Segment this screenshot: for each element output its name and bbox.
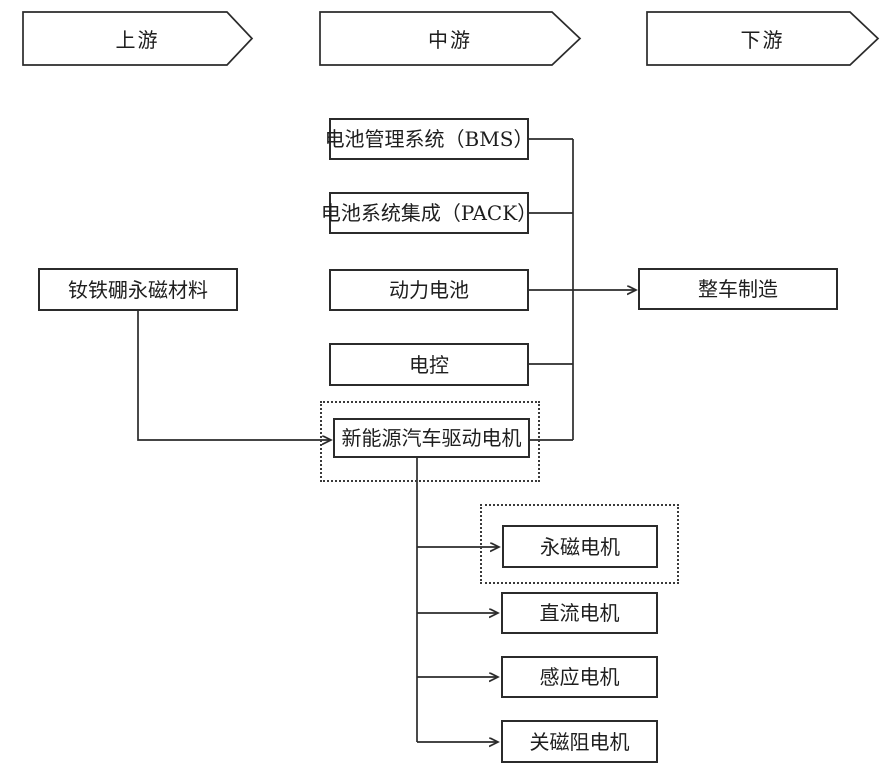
node-bms-label: 电池管理系统（BMS） [324,127,534,151]
pm-motor-dotted-outline [480,504,679,584]
node-drive-motor-label: 新能源汽车驱动电机 [341,426,522,450]
node-vehicle-manufacturing-label: 整车制造 [698,277,778,301]
downstream-banner-label: 下游 [740,28,785,52]
node-dc-motor: 直流电机 [501,592,658,634]
midstream-banner: 中游 [320,12,580,65]
node-pm-motor: 永磁电机 [502,525,658,568]
node-induction-motor: 感应电机 [501,656,658,698]
node-induction-motor-label: 感应电机 [539,665,620,689]
node-electronic-control: 电控 [329,343,529,386]
node-ndfeb-material-label: 钕铁硼永磁材料 [68,277,208,302]
upstream-banner-label: 上游 [115,28,160,52]
node-sr-motor-label: 关磁阻电机 [529,729,630,754]
node-vehicle-manufacturing: 整车制造 [638,268,838,310]
node-drive-motor: 新能源汽车驱动电机 [333,418,530,458]
drive-motor-dotted-outline [320,401,540,482]
downstream-banner-shape [646,11,880,66]
node-dc-motor-label: 直流电机 [539,601,620,625]
node-ndfeb-material: 钕铁硼永磁材料 [38,268,238,311]
edge-ndfeb-to-drive-motor [137,311,331,440]
node-pm-motor-label: 永磁电机 [540,534,620,559]
midstream-banner-label: 中游 [428,28,472,52]
node-electronic-control-label: 电控 [409,352,449,377]
node-pack-label: 电池系统集成（PACK） [320,201,538,225]
node-power-battery: 动力电池 [329,269,529,311]
upstream-banner: 上游 [23,12,252,65]
node-pack: 电池系统集成（PACK） [321,192,537,234]
node-sr-motor: 关磁阻电机 [501,720,658,763]
downstream-banner: 下游 [647,12,878,65]
node-power-battery-label: 动力电池 [389,278,469,302]
midstream-banner-shape [319,11,582,66]
node-bms: 电池管理系统（BMS） [325,118,533,160]
upstream-banner-shape [22,11,254,66]
